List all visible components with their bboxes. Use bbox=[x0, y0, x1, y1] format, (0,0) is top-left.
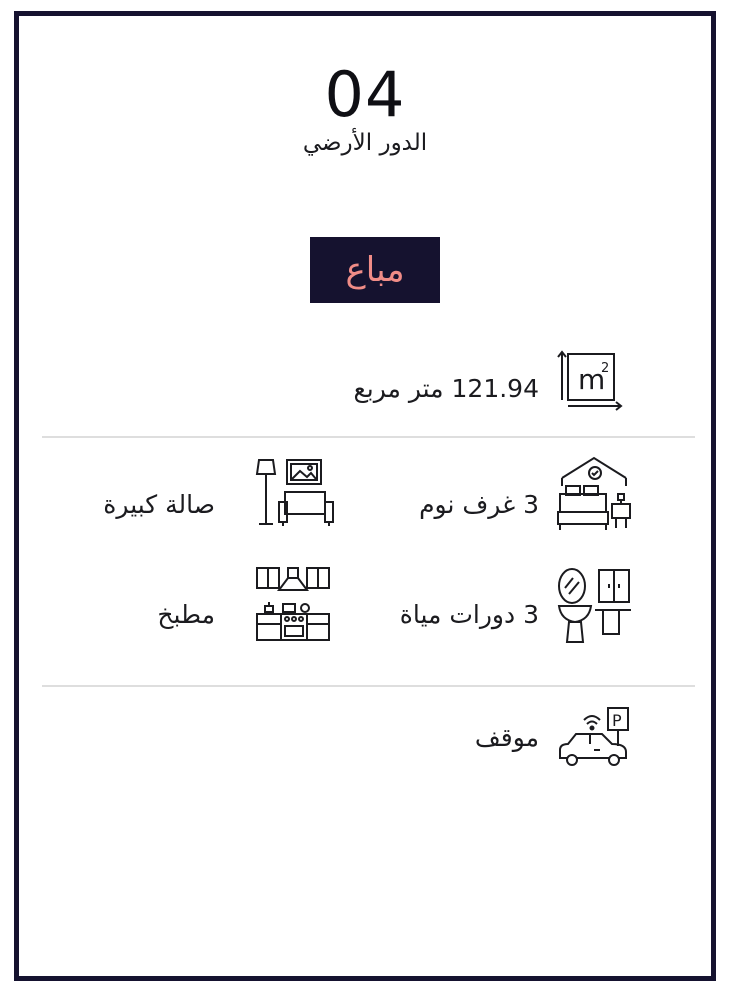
svg-text:m: m bbox=[578, 363, 605, 396]
kitchen-icon bbox=[255, 566, 337, 644]
area-m2-icon: m 2 bbox=[553, 344, 623, 414]
status-badge: مباع bbox=[310, 237, 440, 303]
kitchen-label: مطبخ bbox=[157, 600, 215, 629]
bedroom-icon bbox=[554, 456, 634, 534]
svg-text:P: P bbox=[612, 711, 622, 730]
bedrooms-label: 3 غرف نوم bbox=[419, 490, 539, 519]
parking-label: موقف bbox=[474, 723, 539, 752]
unit-number: 04 bbox=[324, 58, 406, 131]
svg-text:2: 2 bbox=[601, 361, 609, 376]
divider bbox=[42, 436, 695, 438]
divider bbox=[42, 685, 695, 687]
bathroom-icon bbox=[555, 566, 635, 646]
area-label: 121.94 متر مربع bbox=[353, 374, 539, 403]
status-label: مباع bbox=[345, 250, 405, 290]
unit-card: 04 الدور الأرضي مباع m 2 121.94 متر مربع bbox=[14, 11, 716, 981]
living-room-label: صالة كبيرة bbox=[103, 490, 215, 519]
floor-label: الدور الأرضي bbox=[302, 130, 428, 156]
living-room-icon bbox=[255, 458, 337, 530]
parking-car-icon: P bbox=[554, 706, 634, 772]
bathrooms-label: 3 دورات مياة bbox=[399, 600, 539, 629]
